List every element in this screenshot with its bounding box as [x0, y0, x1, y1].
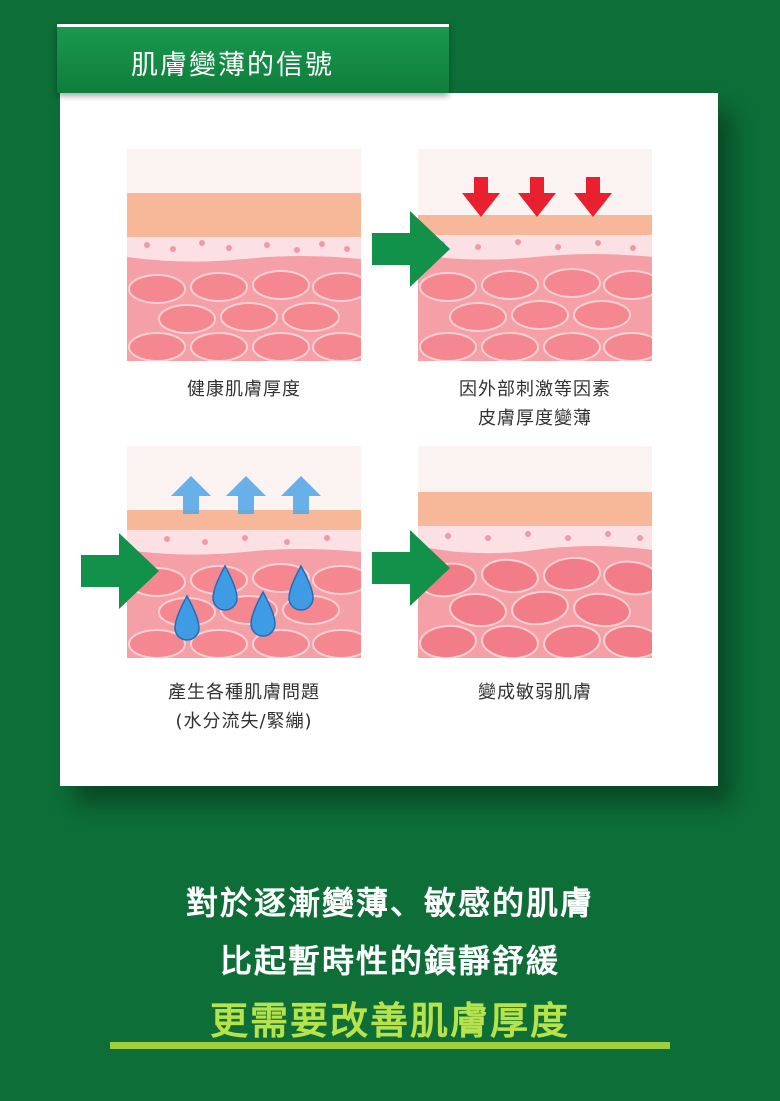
caption-line: 因外部刺激等因素: [459, 379, 611, 400]
green-right-arrow-icon: [372, 530, 450, 606]
caption-line: 健康肌膚厚度: [187, 379, 301, 400]
caption-external-stimulation: 因外部刺激等因素 皮膚厚度變薄: [390, 375, 680, 433]
skin-thinning-card: 健康肌膚厚度 因外部刺激: [60, 93, 718, 786]
water-loss-illustration: [127, 446, 361, 658]
caption-line: (水分流失/緊繃): [175, 711, 313, 732]
green-right-arrow-icon: [372, 211, 450, 287]
caption-line: 產生各種肌膚問題: [168, 682, 320, 703]
caption-water-loss: 產生各種肌膚問題 (水分流失/緊繃): [99, 678, 389, 736]
page-title: 肌膚變薄的信號: [131, 50, 334, 81]
blue-up-arrow-icon: [171, 476, 321, 514]
panel-water-loss: [127, 446, 361, 658]
red-down-arrow-icon: [462, 177, 612, 217]
title-tab: 肌膚變薄的信號: [57, 24, 449, 93]
caption-sensitive-skin: 變成敏弱肌膚: [390, 678, 680, 707]
caption-line: 皮膚厚度變薄: [478, 408, 592, 429]
caption-healthy-skin: 健康肌膚厚度: [99, 375, 389, 404]
caption-line: 變成敏弱肌膚: [478, 682, 592, 703]
highlight-underline: [110, 1042, 670, 1049]
panel-sensitive-skin: [418, 446, 652, 658]
footer-highlight: 更需要改善肌膚厚度: [209, 999, 570, 1043]
panel-healthy-skin: [127, 149, 361, 361]
footer-line-1: 對於逐漸變薄、敏感的肌膚: [185, 884, 594, 922]
healthy-skin-illustration: [127, 149, 361, 361]
green-right-arrow-icon: [81, 533, 159, 609]
sensitive-skin-illustration: [418, 446, 652, 658]
footer-line-2: 比起暫時性的鎮靜舒緩: [219, 942, 560, 980]
thinning-skin-illustration: [418, 149, 652, 361]
panel-external-stimulation: [418, 149, 652, 361]
water-drop-icon: [174, 564, 314, 641]
